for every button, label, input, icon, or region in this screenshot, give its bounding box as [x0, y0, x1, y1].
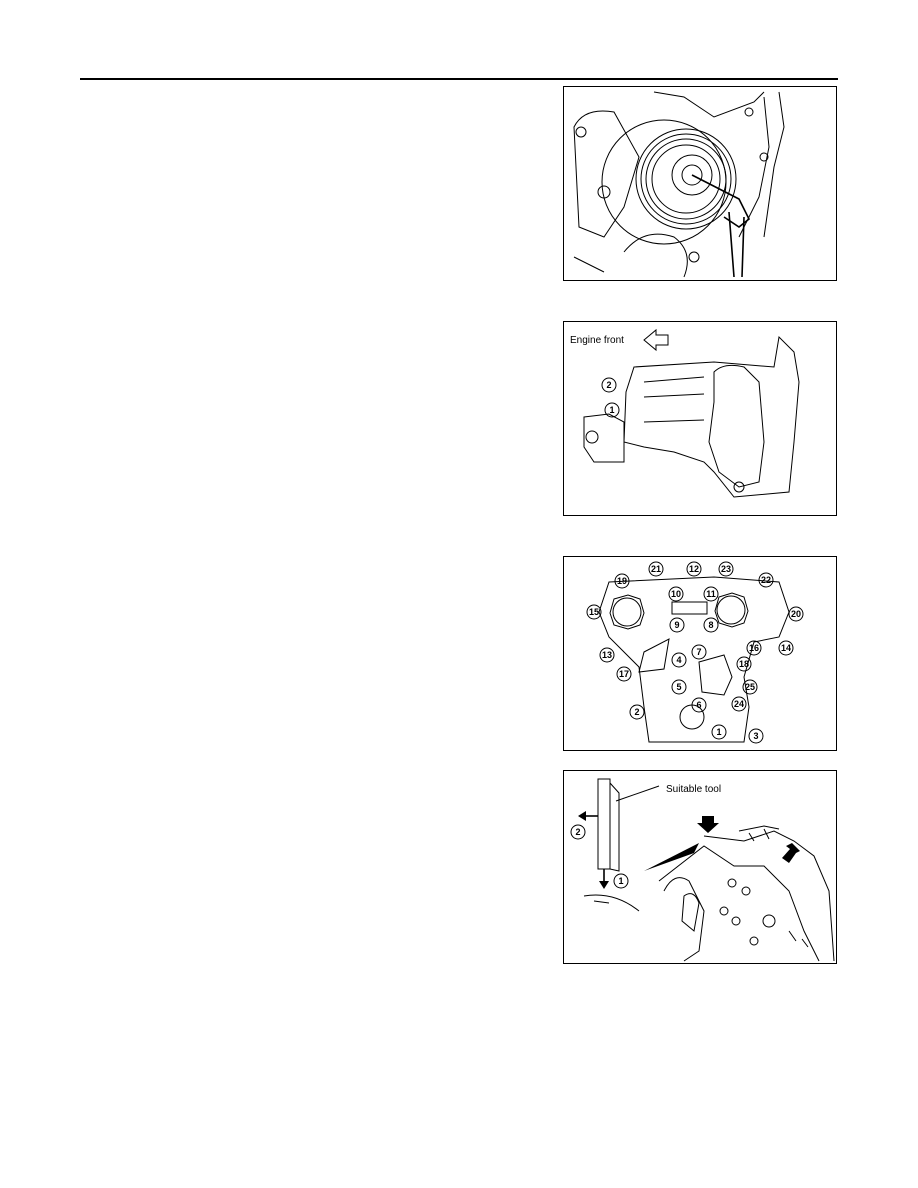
svg-text:1: 1 [609, 405, 614, 415]
bolt-callout-label: 22 [761, 575, 771, 585]
crankshaft-pulley-figure [563, 86, 837, 281]
bolt-callout-circle [748, 728, 764, 744]
header-rule [80, 78, 838, 80]
bolt-callout-label: 5 [676, 682, 681, 692]
bolt-callout-circle [669, 617, 685, 633]
bolt-callout-circle [648, 561, 664, 577]
bolt-callout-label: 12 [689, 564, 699, 574]
point-arrow-icon-2 [782, 843, 800, 863]
bolt-callout-circle [671, 652, 687, 668]
bolt-callout-label: 24 [734, 699, 744, 709]
bolt-callout-circle [703, 586, 719, 602]
bolt-callout-circle [691, 644, 707, 660]
bolt-callout-circle [616, 666, 632, 682]
insertion-arrow-icon [644, 843, 699, 871]
step-2-label: 2 [575, 827, 580, 837]
bolt-callout-label: 2 [634, 707, 639, 717]
step-1-label: 1 [618, 876, 623, 886]
suitable-tool-label: Suitable tool [666, 784, 721, 795]
engine-front-label: Engine front [570, 335, 624, 346]
bolt-callout-label: 6 [696, 700, 701, 710]
bolt-callout-label: 19 [617, 576, 627, 586]
bolt-callout-circle [718, 561, 734, 577]
bolt-callout-circle [778, 640, 794, 656]
bolt-callout-label: 16 [749, 643, 759, 653]
bolt-callout-circle [614, 573, 630, 589]
bolt-callout-label: 4 [676, 655, 681, 665]
seal-cutter-tool [597, 778, 611, 870]
bolt-callout-label: 17 [619, 669, 629, 679]
bolt-callout-circle [691, 697, 707, 713]
bolt-callout-circle [746, 640, 762, 656]
bolt-callout-label: 9 [674, 620, 679, 630]
bolt-callout-label: 23 [721, 564, 731, 574]
bolt-callout-circle [629, 704, 645, 720]
point-arrow-icon [697, 816, 719, 833]
bolt-callout-label: 3 [753, 731, 758, 741]
bolt-callout-circle [736, 656, 752, 672]
bolt-callout-circle [671, 679, 687, 695]
bolt-callout-label: 18 [739, 659, 749, 669]
bolt-callout-circle [731, 696, 747, 712]
bolt-callout-circle [703, 617, 719, 633]
engine-front-arrow-icon [643, 328, 669, 352]
bolt-callout-label: 1 [716, 727, 721, 737]
bolt-callout-circle [586, 604, 602, 620]
bolt-callout-label: 13 [602, 650, 612, 660]
bolt-callout-label: 8 [708, 620, 713, 630]
seal-cutter-figure: Suitable tool 2 1 [563, 770, 837, 964]
bolt-callout-circle [788, 606, 804, 622]
svg-text:2: 2 [606, 380, 611, 390]
bolt-callout-circle [742, 679, 758, 695]
bolt-callout-label: 15 [589, 607, 599, 617]
bolt-callout-circle [758, 572, 774, 588]
bolt-callout-circle [711, 724, 727, 740]
bolt-callout-circle [686, 561, 702, 577]
bolt-callout-circle [599, 647, 615, 663]
bolt-callout-label: 11 [706, 589, 716, 599]
bolt-callout-label: 7 [696, 647, 701, 657]
bolt-callout-label: 21 [651, 564, 661, 574]
bolt-callout-circle [668, 586, 684, 602]
bolt-callout-label: 20 [791, 609, 801, 619]
bolt-callout-label: 14 [781, 643, 791, 653]
oil-pan-figure: Engine front 2 1 [563, 321, 837, 516]
seal-cutter-illustration: Suitable tool 2 1 [570, 778, 835, 962]
oil-pan-illustration: Engine front 2 1 [570, 328, 800, 498]
bolt-callout-label: 25 [745, 682, 755, 692]
pulley-illustration [573, 91, 785, 278]
bolt-callout-label: 10 [671, 589, 681, 599]
